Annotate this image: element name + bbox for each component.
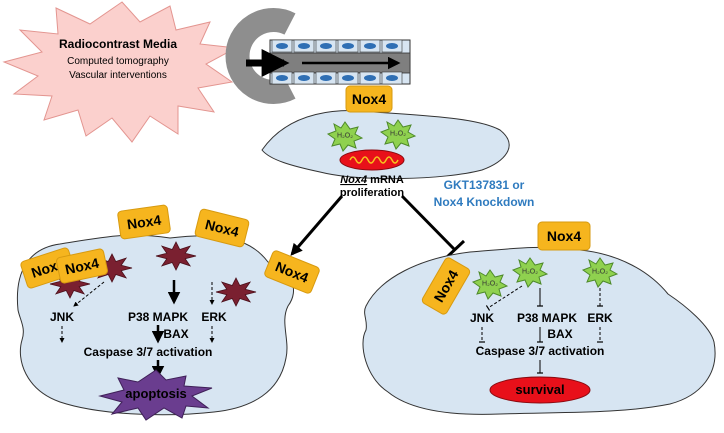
- cell-top-nox4-label: Nox4: [352, 91, 386, 107]
- cell-left-nox4-3: Nox4: [194, 208, 250, 248]
- cell-top-h2o2-left-label: H₂O₂: [337, 133, 353, 140]
- cell-top-nucleus: [339, 149, 405, 171]
- cell-right: Nox4 Nox4 H₂O₂ H₂O₂ H₂O₂ JNK P38 MAPK ER…: [362, 221, 716, 415]
- intervention-line1: GKT137831 or: [444, 178, 525, 192]
- cell-top-h2o2-right-label: H₂O₂: [390, 131, 406, 138]
- arrow-to-apoptosis-cell: [290, 195, 344, 256]
- cell-left: Nox4 Nox4 Nox4 Nox4 Nox4 JNK P38 MAPK ER…: [16, 204, 320, 421]
- cell-right-caspase-label: Caspase 3/7 activation: [476, 344, 605, 358]
- ct-scanner-ring: [225, 8, 296, 104]
- endothelial-nucleus: [320, 75, 332, 81]
- radiocontrast-starburst: Radiocontrast Media Computed tomography …: [2, 1, 238, 143]
- cell-right-inhib-jnk: [485, 285, 523, 311]
- cell-top-nox4: Nox4: [345, 85, 393, 113]
- cell-left-nox4-2-label: Nox4: [126, 212, 162, 233]
- endothelial-nucleus: [320, 43, 332, 49]
- cell-right-bax-label: BAX: [547, 327, 572, 341]
- cell-right-jnk-label: JNK: [470, 311, 494, 325]
- endothelial-nucleus: [364, 43, 376, 49]
- ros-star: [155, 241, 197, 271]
- cell-left-p38-label: P38 MAPK: [128, 310, 188, 324]
- cell-top-caption-line2: proliferation: [340, 187, 404, 199]
- endothelial-nucleus: [298, 43, 310, 49]
- endothelial-nucleus: [342, 43, 354, 49]
- cell-left-caspase-label: Caspase 3/7 activation: [84, 345, 213, 359]
- endothelial-nucleus: [276, 43, 288, 49]
- cell-right-erk-label: ERK: [587, 311, 613, 325]
- cell-right-h2o2-2-label: H₂O₂: [522, 269, 538, 276]
- cell-left-nox4-5-label: Nox4: [64, 255, 101, 278]
- survival-label: survival: [515, 382, 564, 397]
- endothelial-nucleus: [386, 75, 398, 81]
- cell-top-caption-mrna: mRNA: [367, 174, 404, 186]
- cell-top-h2o2-left: H₂O₂: [326, 121, 364, 152]
- cell-left-nox4-5: Nox4: [56, 248, 108, 284]
- radiocontrast-item-ct: Computed tomography: [67, 56, 169, 67]
- cell-right-nox4-top: Nox4: [537, 221, 591, 251]
- cell-right-h2o2-2: H₂O₂: [511, 257, 549, 288]
- cell-left-erk-label: ERK: [201, 310, 227, 324]
- cell-right-h2o2-3: H₂O₂: [581, 257, 619, 288]
- cell-left-nox4-2: Nox4: [117, 204, 171, 240]
- survival-oval: survival: [489, 376, 591, 404]
- cell-right-h2o2-1: H₂O₂: [471, 269, 509, 300]
- cell-right-h2o2-3-label: H₂O₂: [592, 269, 608, 276]
- cell-top-h2o2-right: H₂O₂: [379, 119, 417, 150]
- cell-left-jnk-label: JNK: [50, 310, 74, 324]
- inhibition-to-survival-cell: [400, 194, 457, 252]
- ros-star: [215, 277, 257, 307]
- apoptosis-burst: apoptosis: [98, 369, 213, 421]
- intervention-line2: Nox4 Knockdown: [434, 195, 535, 209]
- cell-top: Nox4 H₂O₂ H₂O₂: [261, 85, 510, 180]
- cell-left-bax-label: BAX: [163, 327, 188, 341]
- apoptosis-label: apoptosis: [125, 386, 186, 401]
- endothelial-nucleus: [342, 75, 354, 81]
- cell-right-nox4-top-label: Nox4: [547, 228, 581, 244]
- endothelial-nucleus: [298, 75, 310, 81]
- endothelial-nucleus: [386, 43, 398, 49]
- radiocontrast-item-vascular: Vascular interventions: [69, 70, 167, 81]
- cell-right-p38-label: P38 MAPK: [517, 311, 577, 325]
- cell-left-nox4-4: Nox4: [264, 250, 320, 294]
- cell-right-h2o2-1-label: H₂O₂: [482, 281, 498, 288]
- endothelial-nucleus: [276, 75, 288, 81]
- cell-left-arrow-jnk: [73, 281, 105, 307]
- endothelial-nucleus: [364, 75, 376, 81]
- radiocontrast-title: Radiocontrast Media: [59, 37, 177, 51]
- cell-top-caption-line1: Nox4 mRNA: [340, 174, 404, 186]
- cell-top-caption-gene: Nox4: [340, 174, 367, 186]
